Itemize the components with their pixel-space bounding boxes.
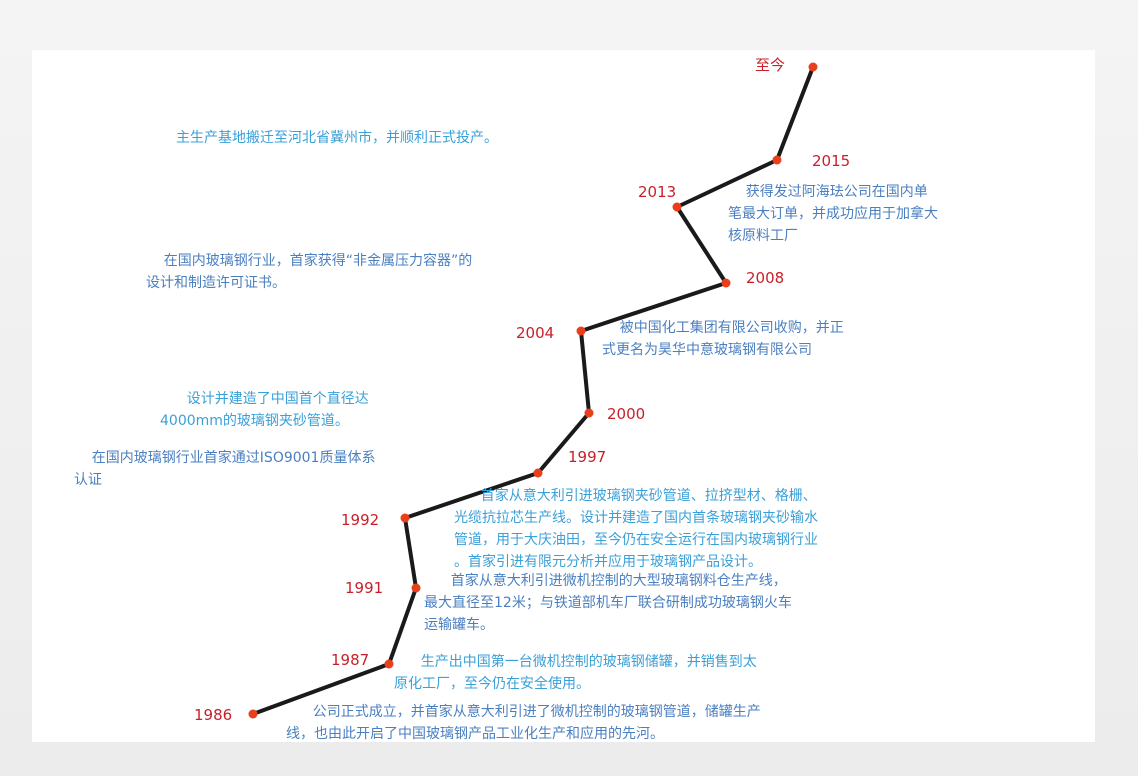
timeline-point	[772, 155, 782, 165]
event-description: 被中国化工集团有限公司收购，并正 式更名为昊华中意玻璃钢有限公司	[602, 320, 844, 358]
year-label: 1986	[194, 706, 233, 724]
year-label: 1991	[345, 579, 384, 597]
year-label: 1997	[568, 448, 607, 466]
year-label: 1987	[331, 651, 370, 669]
event-description: 主生产基地搬迁至河北省冀州市，并顺利正式投产。	[176, 130, 498, 146]
timeline-point	[672, 202, 682, 212]
year-label: 2004	[516, 324, 555, 342]
timeline-point	[384, 659, 394, 669]
event-description: 获得发过阿海珐公司在国内单 笔最大订单，并成功应用于加拿大 核原料工厂	[728, 184, 938, 244]
timeline-point	[808, 62, 818, 72]
year-label: 至今	[755, 56, 786, 74]
timeline-point	[411, 583, 421, 593]
year-label: 2015	[812, 152, 851, 170]
timeline-point	[533, 468, 543, 478]
year-label: 2013	[638, 183, 677, 201]
event-description: 首家从意大利引进玻璃钢夹砂管道、拉挤型材、格栅、 光缆抗拉芯生产线。设计并建造了…	[454, 488, 818, 570]
timeline-point	[400, 513, 410, 523]
event-description: 设计并建造了中国首个直径达 4000mm的玻璃钢夹砂管道。	[160, 391, 369, 429]
event-description: 首家从意大利引进微机控制的大型玻璃钢料仓生产线， 最大直径至12米；与铁道部机车…	[424, 573, 792, 633]
timeline-point	[721, 278, 731, 288]
year-label: 1992	[341, 511, 380, 529]
year-label: 2000	[607, 405, 646, 423]
event-description: 生产出中国第一台微机控制的玻璃钢储罐，并销售到太 原化工厂，至今仍在安全使用。	[394, 654, 757, 692]
event-description: 在国内玻璃钢行业，首家获得“非金属压力容器”的 设计和制造许可证书。	[146, 253, 473, 291]
timeline-panel	[32, 50, 1095, 742]
timeline-point	[576, 326, 586, 336]
timeline-point	[584, 408, 594, 418]
event-description: 在国内玻璃钢行业首家通过ISO9001质量体系 认证	[74, 450, 376, 488]
timeline-point	[248, 709, 258, 719]
year-label: 2008	[746, 269, 785, 287]
event-description: 公司正式成立，并首家从意大利引进了微机控制的玻璃钢管道，储罐生产 线，也由此开启…	[286, 704, 761, 742]
